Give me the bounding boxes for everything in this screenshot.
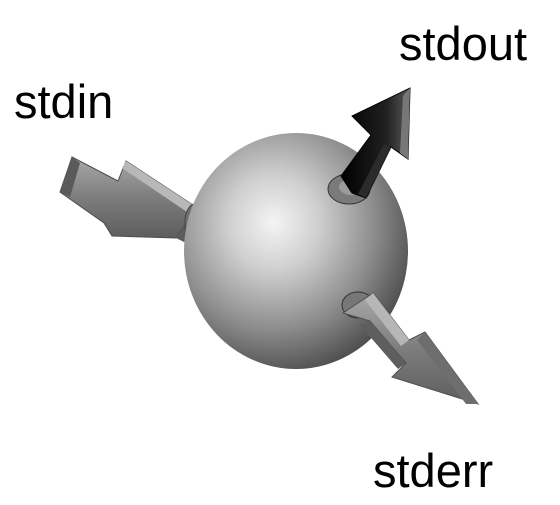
stdin-arrow-icon — [60, 157, 203, 242]
stderr-arrow-icon — [343, 293, 478, 404]
stdin-label: stdin — [14, 78, 113, 125]
stdout-label: stdout — [399, 20, 527, 67]
stderr-label: stderr — [373, 447, 493, 494]
